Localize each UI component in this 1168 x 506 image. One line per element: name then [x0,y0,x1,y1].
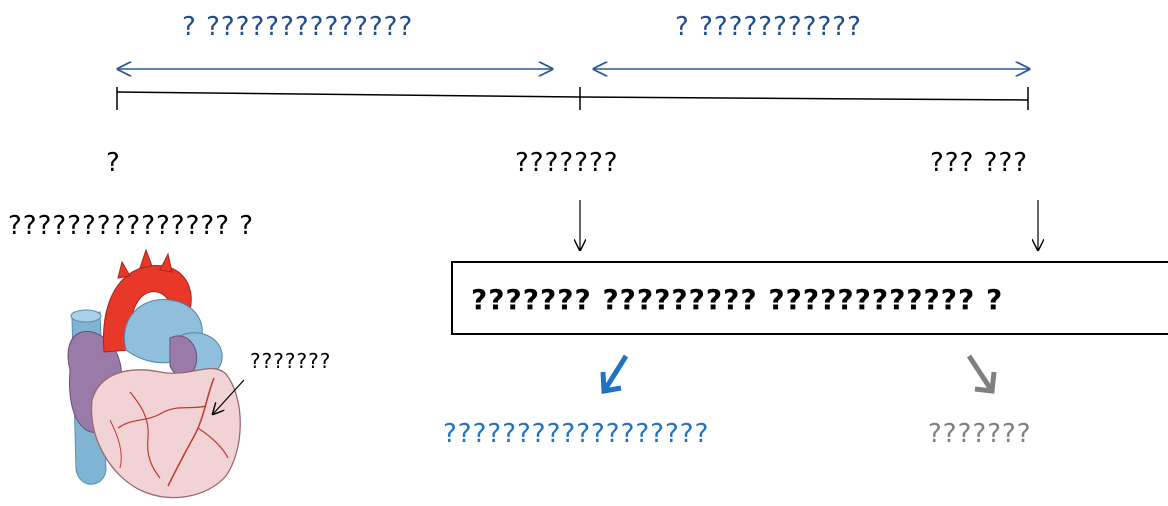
left-caption: ??????????????? ? [8,211,255,241]
timeline-point-mid: ??????? [515,148,619,178]
outcome-left: ?????????????????? [443,419,710,449]
annotation-pointer [213,379,245,414]
process-box-label: ??????? ????????? ???????????? ? [471,283,1004,316]
top-label-right: ? ??????????? [675,12,862,42]
process-box: ??????? ????????? ???????????? ? [451,261,1168,335]
timeline-point-right: ??? ??? [930,148,1029,178]
timeline-point-left: ? [106,148,121,178]
timeline [116,87,1029,110]
outcome-arrow-blue [600,354,629,394]
heart-annotation: ??????? [250,349,332,373]
outcome-arrow-gray [966,354,997,394]
outcome-right: ??????? [928,419,1032,449]
heart-illustration [67,248,241,499]
top-label-left: ? ?????????????? [182,12,414,42]
